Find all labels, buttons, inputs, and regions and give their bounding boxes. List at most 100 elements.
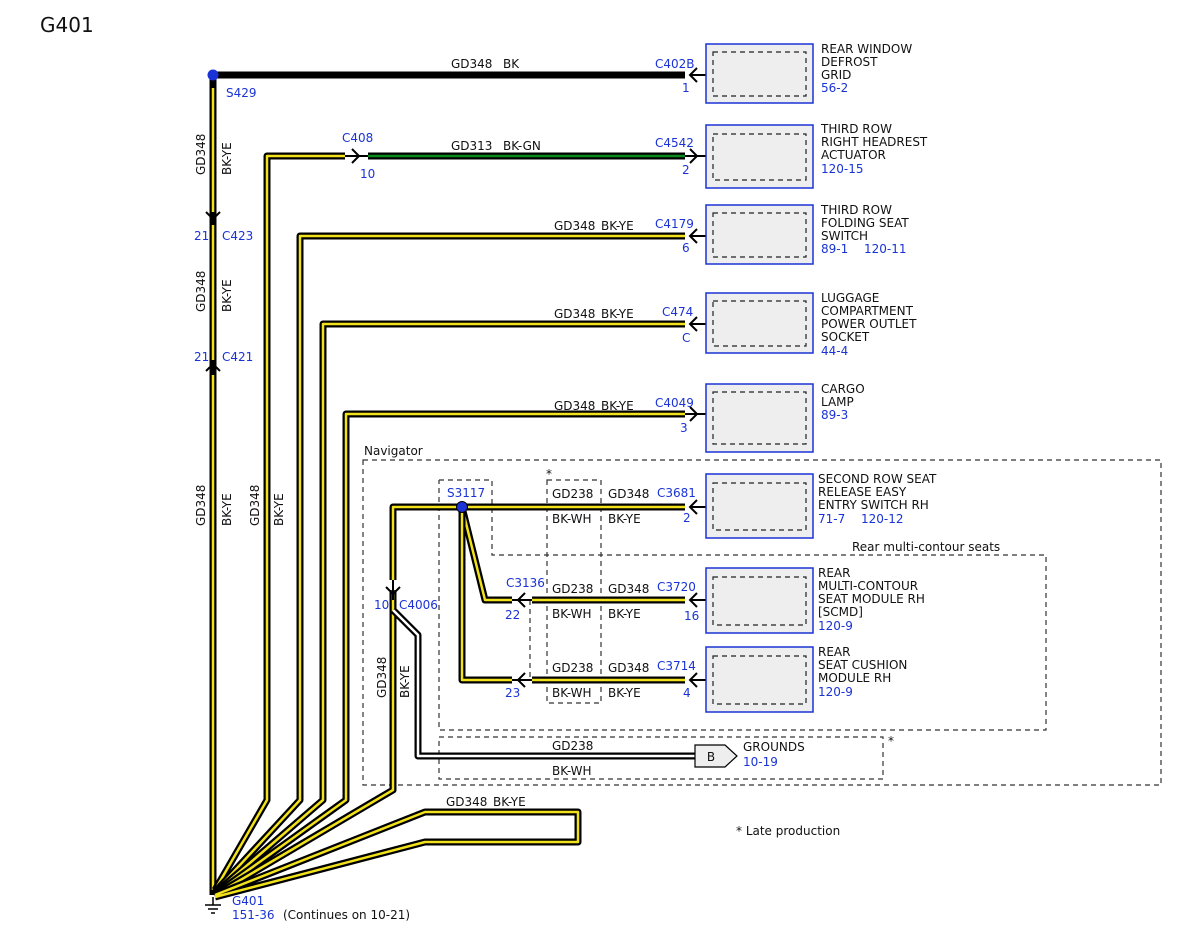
vwire-bkye-2: BK-YE [220,279,234,312]
luggage-line2: COMPARTMENT [821,304,914,318]
wire-label-bkye-c4049: BK-YE [601,399,634,413]
late-production-star: * [546,467,552,481]
c3136-22-symbol [512,592,532,608]
c402b-label[interactable]: C402B [655,57,695,71]
c3720-symbol [688,592,707,608]
wire-label-gd238-c3720: GD238 [552,582,593,596]
wire-label-bkye-c3681: BK-YE [608,512,641,526]
second-row-line1: SECOND ROW SEAT [818,472,937,486]
multi-contour-line3: SEAT MODULE RH [818,592,925,606]
second-row-line3: ENTRY SWITCH RH [818,498,929,512]
wire-label-gd348-c4049: GD348 [554,399,595,413]
continues-note: (Continues on 10-21) [283,908,410,922]
multi-contour-ref[interactable]: 120-9 [818,619,853,633]
wire-label-gd348-c3681: GD348 [608,487,649,501]
luggage-ref[interactable]: 44-4 [821,344,848,358]
vwire-gd348-1: GD348 [194,134,208,175]
s3117-label[interactable]: S3117 [447,486,485,500]
second-row-ref1[interactable]: 71-7 [818,512,845,526]
g401-label[interactable]: G401 [232,894,264,908]
rear-multi-contour-label: Rear multi-contour seats [852,540,1000,554]
vwire-gd348-4: GD348 [248,485,262,526]
grounds-ref[interactable]: 10-19 [743,755,778,769]
c3136-label[interactable]: C3136 [506,576,545,590]
component-cargo [705,383,814,453]
wire-label-bkye-c4179: BK-YE [601,219,634,233]
page-title: G401 [40,13,94,37]
late-production-region [546,479,602,704]
headrest-line2: RIGHT HEADREST [821,135,928,149]
s429-label[interactable]: S429 [226,86,257,100]
c421-symbol [205,360,221,375]
grounds-late-star: * [888,734,894,748]
folding-seat-ref2[interactable]: 120-11 [864,242,907,256]
cargo-line2: LAMP [821,395,854,409]
wire-label-gd238-c3681: GD238 [552,487,593,501]
c423-label[interactable]: C423 [222,229,253,243]
second-row-line2: RELEASE EASY [818,485,907,499]
wire-label-bkwh-c3714: BK-WH [552,686,592,700]
vwire-bkye-5: BK-YE [398,665,412,698]
c402b-pin: 1 [682,81,690,95]
luggage-line1: LUGGAGE [821,291,879,305]
c408-pin: 10 [360,167,375,181]
wire-s3117-c3136-23 [458,507,685,684]
folding-seat-ref1[interactable]: 89-1 [821,242,848,256]
c3681-label[interactable]: C3681 [657,486,696,500]
c3720-label[interactable]: C3720 [657,580,696,594]
component-multi-contour [705,567,814,634]
second-row-ref2[interactable]: 120-12 [861,512,904,526]
c421-label[interactable]: C421 [222,350,253,364]
component-headrest [705,124,814,189]
grounds-tag: B [694,744,738,768]
wire-label-gd313: GD313 [451,139,492,153]
vwire-gd348-2: GD348 [194,271,208,312]
rear-defrost-line3: GRID [821,68,851,82]
c3720-pin: 16 [684,609,699,623]
c3714-label[interactable]: C3714 [657,659,696,673]
c3681-symbol [688,499,707,515]
component-second-row [705,473,814,539]
c4049-pin: 3 [680,421,688,435]
wire-label-bk-gn: BK-GN [503,139,541,153]
c4179-label[interactable]: C4179 [655,217,694,231]
folding-seat-line1: THIRD ROW [820,203,892,217]
wire-label-bkye-c3720: BK-YE [608,607,641,621]
component-folding-seat [705,204,814,265]
component-rear-defrost [705,43,814,104]
s429-splice [207,69,219,81]
c4049-label[interactable]: C4049 [655,396,694,410]
wire-label-bkye-c474: BK-YE [601,307,634,321]
late-production-note: * Late production [736,824,840,838]
c4542-label[interactable]: C4542 [655,136,694,150]
c3136-pin-23: 23 [505,686,520,700]
rear-defrost-ref[interactable]: 56-2 [821,81,848,95]
c3136-23-symbol [512,672,532,688]
c4006-label[interactable]: C4006 [399,598,438,612]
wire-label-bkwh-c3720: BK-WH [552,607,592,621]
c408-label[interactable]: C408 [342,131,373,145]
component-luggage [705,292,814,354]
wire-label-bkye-loop: BK-YE [493,795,526,809]
multi-contour-line1: REAR [818,566,850,580]
ground-icon [205,897,221,914]
luggage-line3: POWER OUTLET [821,317,917,331]
luggage-line4: SOCKET [821,330,870,344]
c474-label[interactable]: C474 [662,305,693,319]
grounds-tag-letter: B [707,750,715,764]
wire-label-bk-top: BK [503,57,520,71]
headrest-ref[interactable]: 120-15 [821,162,864,176]
wire-gd348-c4006 [213,503,462,899]
connector-symbols [205,67,707,688]
seat-cushion-line2: SEAT CUSHION [818,658,907,672]
cargo-ref[interactable]: 89-3 [821,408,848,422]
seat-cushion-line3: MODULE RH [818,671,891,685]
g401-page-ref[interactable]: 151-36 [232,908,275,922]
seat-cushion-ref[interactable]: 120-9 [818,685,853,699]
c3681-pin: 2 [683,511,691,525]
wire-label-gd348-c474: GD348 [554,307,595,321]
c474-symbol [688,316,707,332]
wire-gd348-c408 [211,152,345,892]
folding-seat-line3: SWITCH [821,229,868,243]
